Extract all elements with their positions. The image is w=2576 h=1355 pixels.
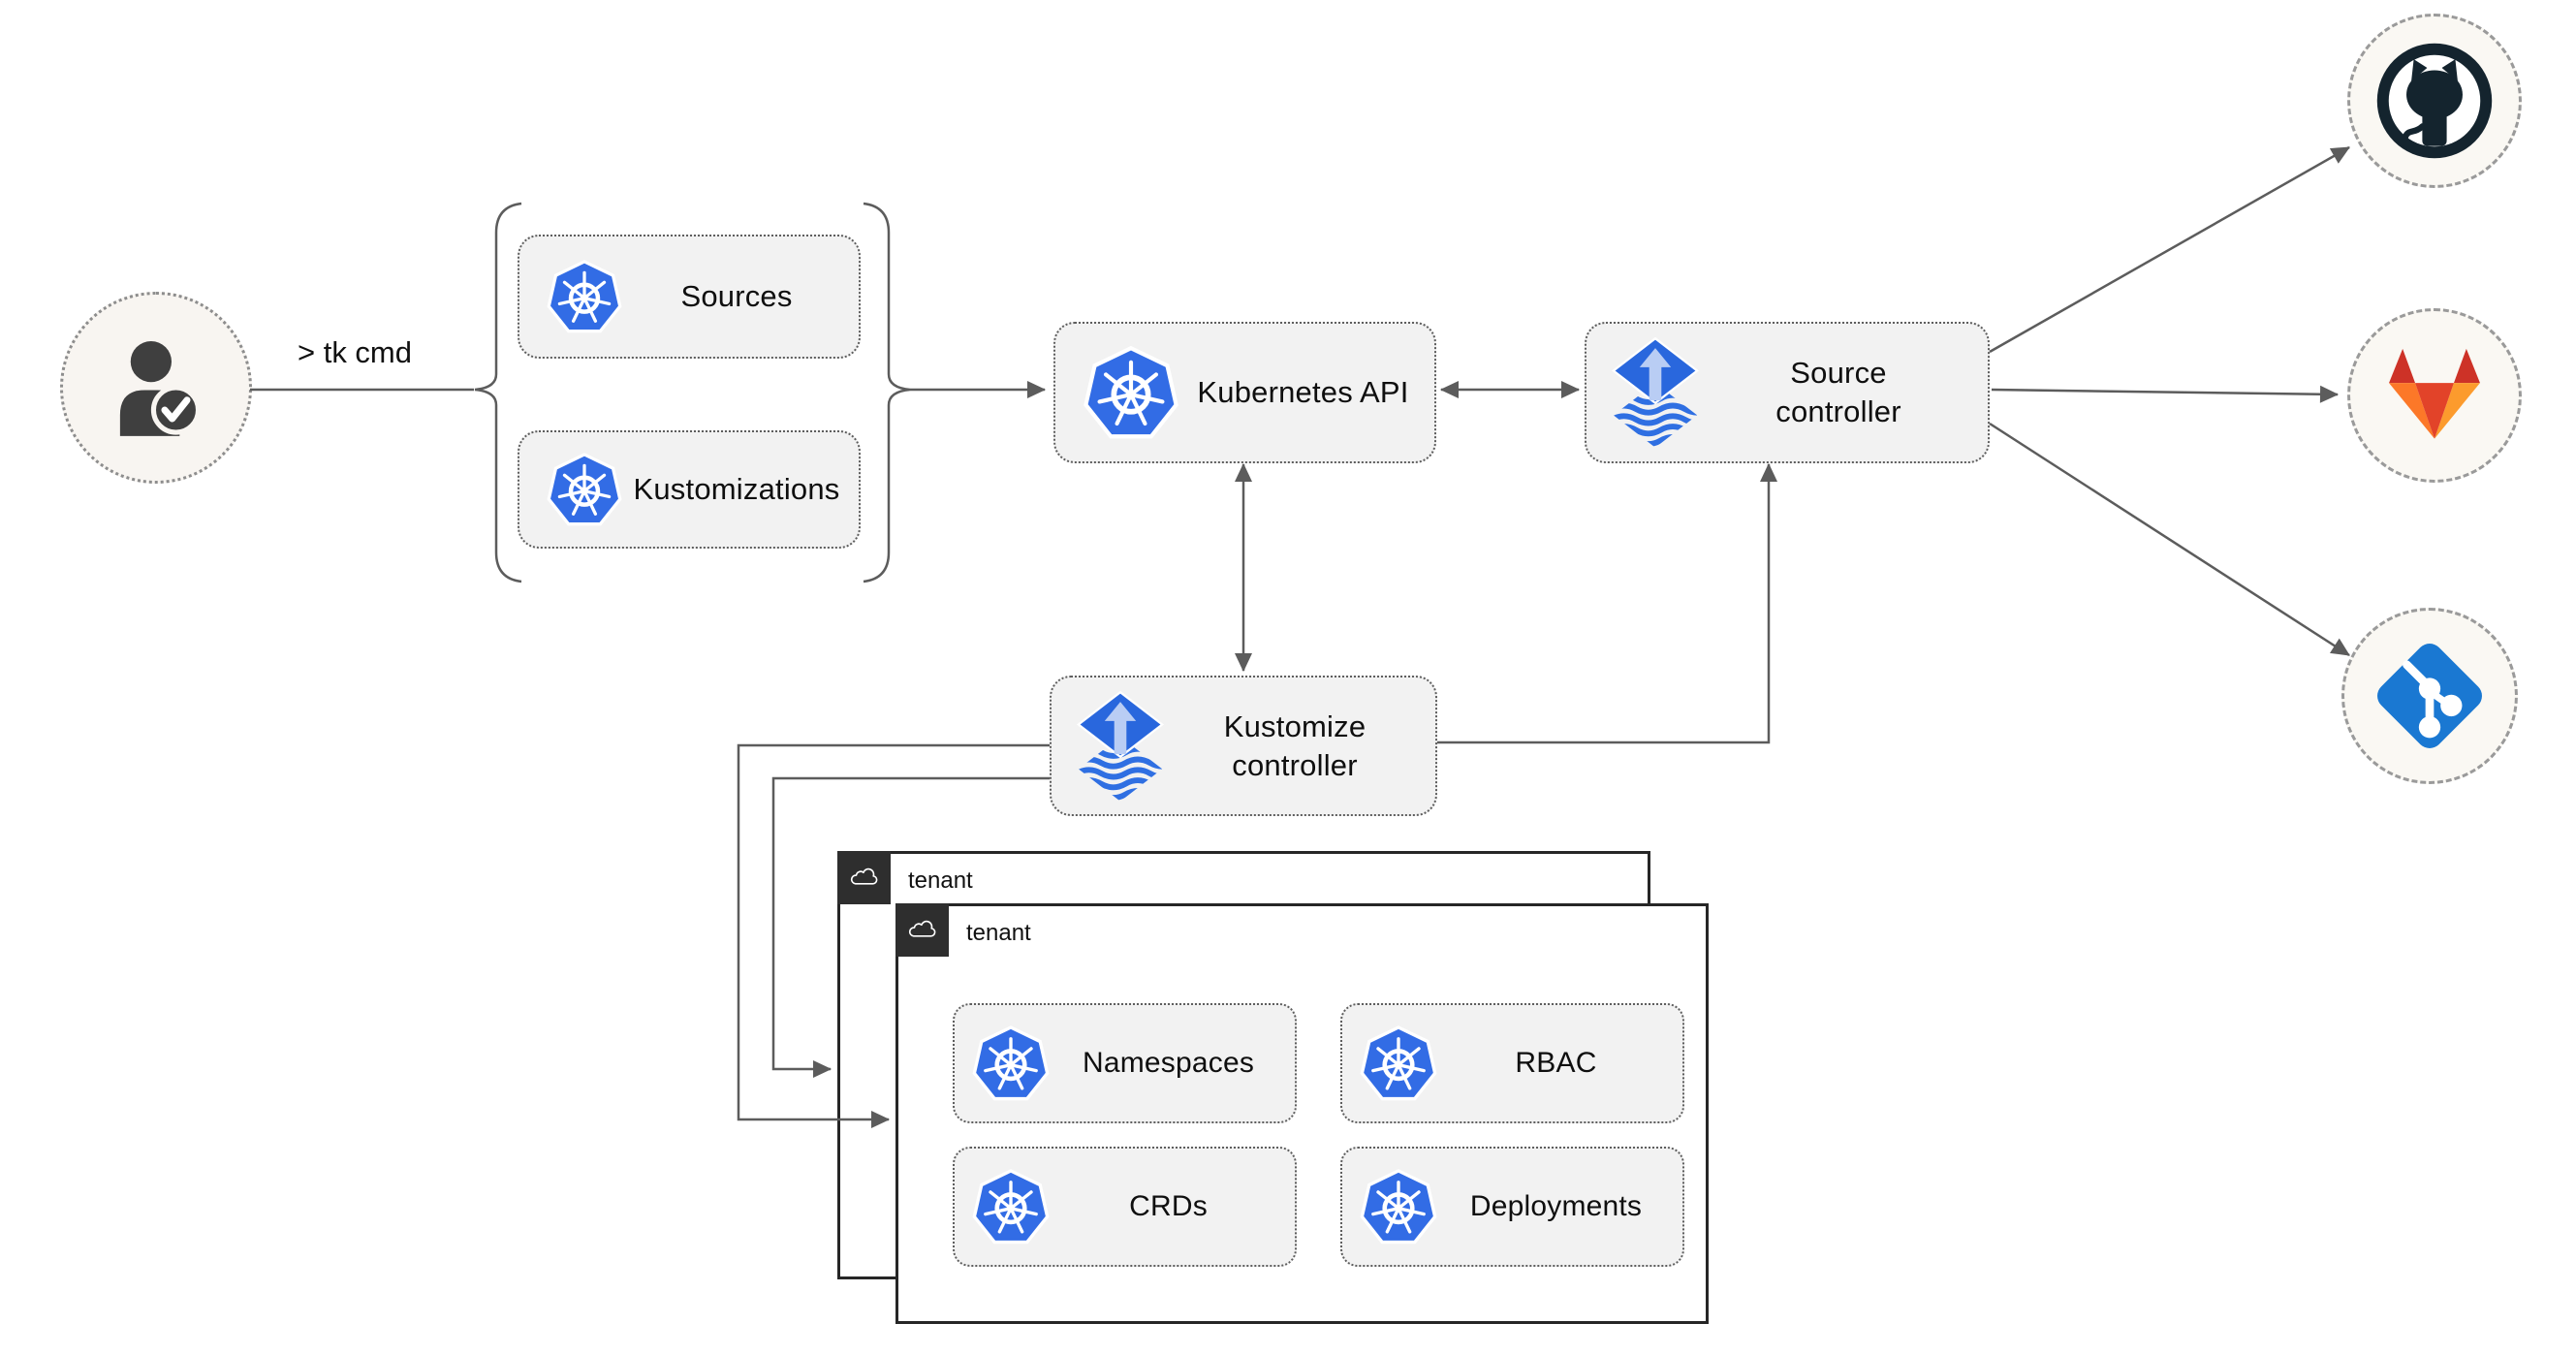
crds-label: CRDs	[1129, 1189, 1208, 1222]
connector-kustomize-to-source	[1437, 462, 1777, 744]
connector-source-to-gitlab	[1991, 385, 2340, 403]
kustomize-controller-label: Kustomize controller	[1223, 709, 1367, 782]
rbac-label: RBAC	[1515, 1046, 1597, 1079]
cloud-icon	[847, 867, 882, 889]
kubernetes-icon	[970, 1166, 1052, 1247]
cli-command-label: > tk cmd	[297, 335, 412, 369]
sources-box: Sources	[518, 235, 861, 359]
tenant-container-front: tenant Namespaces RBAC CRDs Deployments	[895, 903, 1709, 1324]
kubernetes-api-label: Kubernetes API	[1197, 375, 1409, 410]
kustomizations-box: Kustomizations	[518, 430, 861, 549]
kubernetes-icon	[1358, 1166, 1439, 1247]
rbac-box: RBAC	[1340, 1003, 1684, 1123]
gitlab-icon	[2377, 343, 2492, 448]
source-controller-label: Source controller	[1775, 356, 1901, 428]
github-icon	[2373, 40, 2496, 162]
tenant-badge	[837, 851, 891, 904]
kubernetes-icon	[1358, 1023, 1439, 1104]
connector-source-to-github	[1989, 145, 2350, 354]
git-icon	[2370, 636, 2490, 756]
kubernetes-icon	[545, 257, 624, 336]
tenant-label: tenant	[908, 867, 973, 894]
github-provider-circle	[2347, 14, 2522, 188]
tenant-label: tenant	[966, 920, 1031, 946]
git-provider-circle	[2341, 608, 2518, 784]
deployments-label: Deployments	[1469, 1189, 1643, 1222]
namespaces-label: Namespaces	[1082, 1046, 1255, 1079]
user-check-icon	[94, 326, 218, 450]
crds-box: CRDs	[953, 1147, 1297, 1267]
kubernetes-icon	[1081, 342, 1181, 443]
sources-label: Sources	[680, 279, 793, 314]
kubernetes-api-box: Kubernetes API	[1053, 322, 1436, 463]
namespaces-box: Namespaces	[953, 1003, 1297, 1123]
gitlab-provider-circle	[2347, 308, 2522, 483]
cloud-icon	[905, 920, 940, 941]
kustomize-controller-box: Kustomize controller	[1050, 676, 1437, 816]
tenant-badge	[895, 903, 949, 957]
kustomizations-label: Kustomizations	[633, 472, 840, 507]
kubernetes-icon	[545, 450, 624, 529]
deployments-box: Deployments	[1340, 1147, 1684, 1267]
connector-source-to-git	[1989, 422, 2350, 657]
source-controller-box: Source controller	[1585, 322, 1990, 463]
kubernetes-icon	[970, 1023, 1052, 1104]
group-brace-left	[474, 202, 522, 583]
actor-circle	[60, 292, 252, 484]
flux-icon	[1077, 691, 1164, 802]
flux-icon	[1612, 337, 1699, 448]
group-brace-right	[863, 202, 911, 583]
